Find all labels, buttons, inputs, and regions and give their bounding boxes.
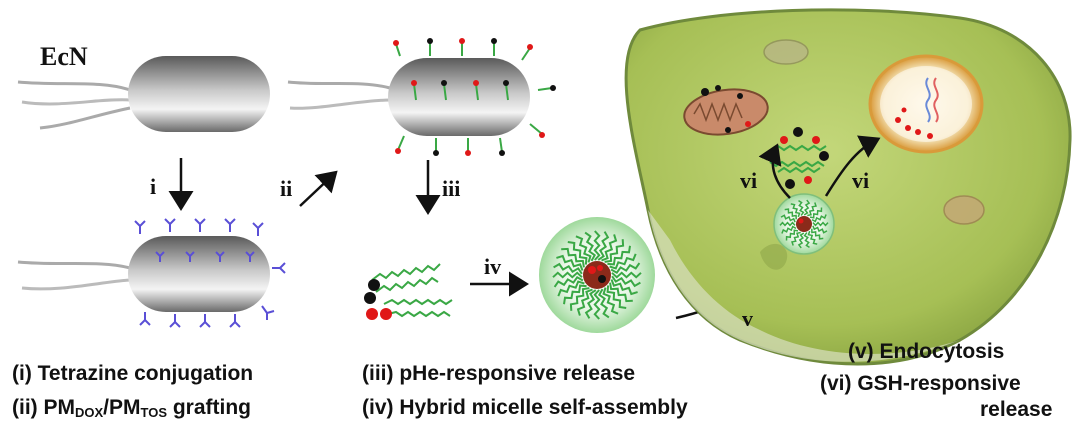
polymer-chain (601, 234, 618, 262)
polymer-chain (606, 285, 627, 309)
polymer-chain (597, 288, 610, 319)
polymer-chain (556, 254, 584, 271)
legend-iv: (iv) Hybrid micelle self-assembly (362, 396, 688, 419)
polymer-chain (780, 214, 796, 223)
polymer-chain (597, 231, 610, 261)
polymer-chain (584, 289, 597, 319)
polymer-chain (610, 262, 641, 275)
polymer-chain (785, 229, 799, 241)
step-label-vi-left: vi (740, 168, 758, 193)
polymer-chain (811, 214, 827, 223)
polymer-chain (797, 232, 805, 249)
mitochondrion (683, 85, 769, 136)
organism-label: EcN (40, 42, 88, 71)
arrow-step-vi-right (824, 135, 881, 197)
polymer-chain (807, 230, 818, 245)
step-label-ii: ii (280, 176, 293, 201)
polymer-chain (607, 245, 631, 266)
polymer-chain (611, 271, 642, 279)
polymer-chain (790, 203, 801, 218)
arrow-step-vi-left (758, 143, 791, 199)
step-label-v: v (742, 306, 753, 331)
polymer-chain (593, 230, 601, 261)
polymer-chain (569, 287, 590, 311)
polymer-chain (575, 235, 592, 263)
legend-i: (i) Tetrazine conjugation (12, 362, 254, 385)
polymer-chain (576, 288, 593, 316)
endocytosed-micelle (773, 193, 835, 255)
polymer-chain (791, 231, 801, 246)
polymer-chain (552, 271, 583, 279)
polymer-chain (553, 275, 584, 288)
polymer-chain (611, 275, 641, 288)
polymer-chain (811, 228, 824, 240)
polymer-chain (812, 225, 828, 234)
polymer-chain (602, 287, 619, 315)
hybrid-micelle (539, 217, 655, 333)
polymer-chain (584, 231, 597, 262)
polymer-chain (779, 221, 796, 227)
polymer-chain (604, 239, 625, 263)
polymer-chain (781, 225, 797, 234)
arrow-step-ii (299, 170, 338, 207)
polymer-chain (807, 202, 817, 217)
bacterium-plain (17, 56, 270, 132)
nucleus (868, 54, 984, 154)
legend-ii: (ii) PMDOX/PMTOS grafting (12, 396, 252, 420)
released-drugs (364, 279, 392, 320)
polymer-chain (609, 253, 637, 270)
polymer-chain (553, 262, 583, 275)
polymer-chain (784, 208, 797, 220)
legend-v: (v) Endocytosis (848, 340, 1005, 363)
bacterium-tetrazine (17, 218, 286, 328)
polymer-chain (803, 232, 810, 249)
step-label-vi-right: vi (852, 168, 870, 193)
legend-vi-line1: (vi) GSH-responsive (820, 372, 1021, 395)
step-label-iv: iv (484, 254, 502, 279)
polymer-chain (563, 284, 587, 305)
polymer-chain (567, 241, 588, 265)
bacterium-grafted (287, 38, 556, 156)
polymer-chain (803, 199, 811, 216)
step-label-iii: iii (442, 176, 461, 201)
released-conjugates (371, 263, 453, 318)
step-label-i: i (150, 174, 157, 199)
polymer-chain (812, 221, 829, 227)
polymer-chain (557, 280, 585, 297)
polymer-chain (809, 207, 823, 219)
polymer-chain (561, 247, 585, 268)
polymer-chain (593, 289, 601, 320)
tumor-cell (624, 8, 1072, 366)
polymer-chain (609, 282, 633, 303)
legend-vi-line2: release (980, 398, 1053, 421)
legend-iii: (iii) pHe-responsive release (362, 362, 636, 385)
polymer-chain (798, 199, 805, 216)
polymer-chain (610, 279, 638, 296)
